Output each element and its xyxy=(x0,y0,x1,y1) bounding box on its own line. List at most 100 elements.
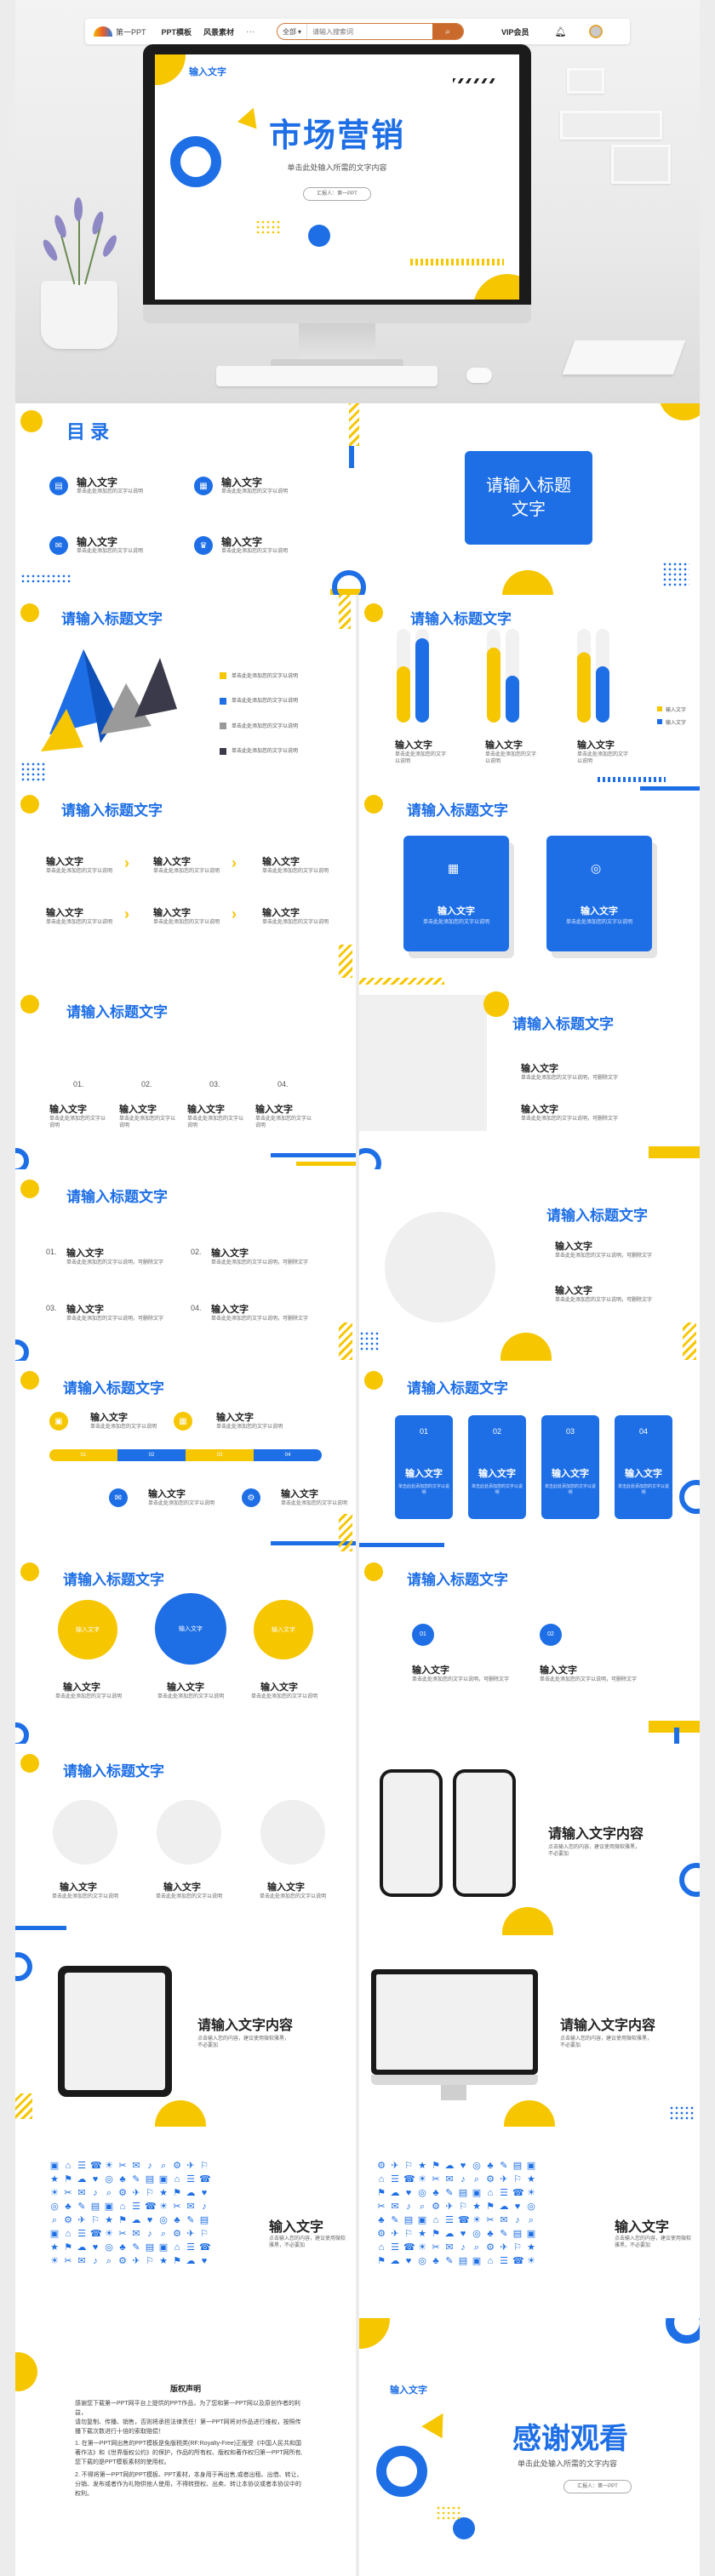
blue-bar-decor xyxy=(640,786,700,791)
content-title: 请输入文字内容 xyxy=(560,2019,656,2033)
image-text-slide: 请输入标题文字 输入文字 单击此处添加您的文字以说明，可删除文字 输入文字 单击… xyxy=(359,978,700,1169)
library-icon: ☎ xyxy=(458,2215,470,2225)
legend-item: 单击此处添加您的文字以说明 xyxy=(220,671,298,680)
image-placeholder-circle xyxy=(260,1800,325,1865)
library-icon: ♪ xyxy=(515,2215,520,2225)
step-label: 输入文字 xyxy=(153,908,191,918)
step-label: 输入文字 xyxy=(255,1105,293,1115)
pyramid-slide: 请输入标题文字 单击此处添加您的文字以说明 单击此处添加您的文字以说明 单击此处… xyxy=(15,595,356,786)
library-icon: ⌂ xyxy=(432,2215,439,2225)
library-icon: ⚐ xyxy=(200,2229,209,2239)
library-icon: ♥ xyxy=(92,2242,99,2253)
library-icon: ♣ xyxy=(487,2161,494,2171)
search-category-select[interactable]: 全部▾ xyxy=(277,24,308,39)
library-icon: ▤ xyxy=(512,2161,523,2171)
library-icon: ✉ xyxy=(132,2229,140,2239)
library-icon: ✂ xyxy=(377,2202,386,2212)
library-icon: ✂ xyxy=(432,2242,440,2253)
phone-screen xyxy=(383,1773,439,1893)
library-icon: ⚙ xyxy=(486,2174,495,2185)
search-category-label: 全部 xyxy=(283,27,297,36)
library-icon: ✂ xyxy=(173,2202,181,2212)
monitor: 输入文字 市场营销 单击此处输入所需的文字内容 汇报人：第一PPT xyxy=(143,44,531,368)
nav-more-button[interactable]: ··· xyxy=(246,26,255,37)
step-label: 输入文字 xyxy=(262,857,300,867)
legend-item-label: 单击此处添加您的文字以说明 xyxy=(232,749,299,755)
blue-ring-decor xyxy=(332,570,366,595)
target-icon: ◎ xyxy=(591,861,602,875)
icon-library-slide: ⚙✈⚐★⚑☁♥◎♣✎▤▣⌂☰☎☀✂✉♪⌕⚙✈⚐★⚑☁♥◎♣✎▤▣⌂☰☎☀✂✉♪⌕… xyxy=(359,2127,700,2318)
item-label: 输入文字 xyxy=(211,1305,249,1315)
feature-desc: 单击此处添加您的文字以说明 xyxy=(250,1694,317,1699)
content-title: 输入文字 xyxy=(615,2220,670,2235)
library-icon: ★ xyxy=(527,2242,535,2253)
wall-shelf xyxy=(611,145,671,184)
library-icon: ⌕ xyxy=(528,2215,535,2225)
lavender-flower xyxy=(74,197,83,221)
vip-link[interactable]: VIP会员 xyxy=(501,27,529,37)
library-icon: ⚙ xyxy=(173,2161,181,2171)
card-label: 输入文字 xyxy=(581,906,618,917)
library-icon: ⌕ xyxy=(51,2215,58,2225)
card-number: 04 xyxy=(638,1427,648,1436)
item-desc: 单击此处添加您的文字以说明 xyxy=(259,1894,326,1899)
blue-ring-decor xyxy=(15,1148,29,1169)
copyright-body: 感谢您下载第一PPT网平台上提供的PPT作品，为了您和第一PPT网以及原创作者的… xyxy=(75,2400,305,2499)
library-icon: ✉ xyxy=(445,2174,454,2185)
toc-item-label: 输入文字 xyxy=(77,536,118,548)
yellow-half-circle-decor xyxy=(659,403,700,420)
library-icon: ♥ xyxy=(92,2174,99,2185)
blue-circle-decor xyxy=(308,225,330,247)
library-icon: ☰ xyxy=(186,2174,195,2185)
blue-bar-decor xyxy=(271,1541,356,1545)
step-desc: 单击此处添加您的文字以说明 xyxy=(187,1117,244,1129)
image-placeholder-circle xyxy=(157,1800,221,1865)
content-title: 请输入文字内容 xyxy=(548,1827,644,1842)
feature-circle: 输入文字 xyxy=(155,1593,226,1665)
process-slide: 请输入标题文字 输入文字 单击此处添加您的文字以说明 › 输入文字 单击此处添加… xyxy=(15,786,356,978)
library-icon: ☰ xyxy=(391,2242,399,2253)
library-icon: ♥ xyxy=(146,2215,153,2225)
chevron-right-icon: › xyxy=(124,854,129,871)
lavender-flower xyxy=(89,210,106,236)
site-logo[interactable]: 第一PPT xyxy=(94,26,146,37)
numbered-card: 04 输入文字 单击此处添加您的文字以说明 xyxy=(615,1415,672,1519)
blue-bar-decor xyxy=(674,1728,679,1744)
nav-materials[interactable]: 风景素材 xyxy=(203,27,235,37)
library-icon: ☰ xyxy=(77,2161,86,2171)
bell-icon[interactable]: 🔔︎ xyxy=(554,26,567,37)
slide-title: 请输入标题文字 xyxy=(63,1763,164,1779)
step-desc: 单击此处添加您的文字以说明 xyxy=(49,1117,106,1129)
nav-ppt-templates[interactable]: PPT模板 xyxy=(161,27,192,37)
library-icon: ⌂ xyxy=(378,2174,385,2185)
library-icon: ☰ xyxy=(186,2242,195,2253)
library-icon: ⚙ xyxy=(118,2188,127,2198)
lavender-flower xyxy=(40,237,60,263)
bar xyxy=(596,666,609,723)
card-label: 输入文字 xyxy=(625,1469,662,1479)
item-label: 输入文字 xyxy=(521,1064,558,1074)
copyright-line: 2. 不得将第一PPT网的PPT模板、PPT素材，本身用于再出售,或者出租、出借… xyxy=(75,2471,303,2497)
search-button[interactable]: ⌕ xyxy=(432,24,464,39)
numbered-card: 02 输入文字 单击此处添加您的文字以说明 xyxy=(468,1415,526,1519)
search-input[interactable] xyxy=(307,27,433,36)
bar xyxy=(397,666,410,723)
feature-desc: 单击此处添加您的文字以说明 xyxy=(157,1694,224,1699)
avatar[interactable] xyxy=(588,25,603,38)
library-icon: ▤ xyxy=(145,2242,155,2253)
library-icon: ☰ xyxy=(77,2229,86,2239)
slide-title: 请输入标题文字 xyxy=(407,1572,508,1588)
item-label: 输入文字 xyxy=(555,1242,592,1252)
library-icon: ⚑ xyxy=(64,2242,72,2253)
yellow-circle-decor xyxy=(20,1562,39,1581)
image-placeholder-circle xyxy=(53,1800,117,1865)
blue-ring-decor xyxy=(666,2318,700,2344)
timeline-desc: 单击此处添加您的文字以说明 xyxy=(148,1501,215,1506)
plant-pot xyxy=(41,281,117,349)
library-icon: ✎ xyxy=(500,2161,508,2171)
library-icon: ☎ xyxy=(199,2242,211,2253)
item-label: 输入文字 xyxy=(412,1665,449,1676)
dot-pattern-decor xyxy=(669,2105,695,2121)
slide-title: 请输入标题文字 xyxy=(66,1004,168,1020)
library-icon: ☁ xyxy=(444,2229,455,2239)
